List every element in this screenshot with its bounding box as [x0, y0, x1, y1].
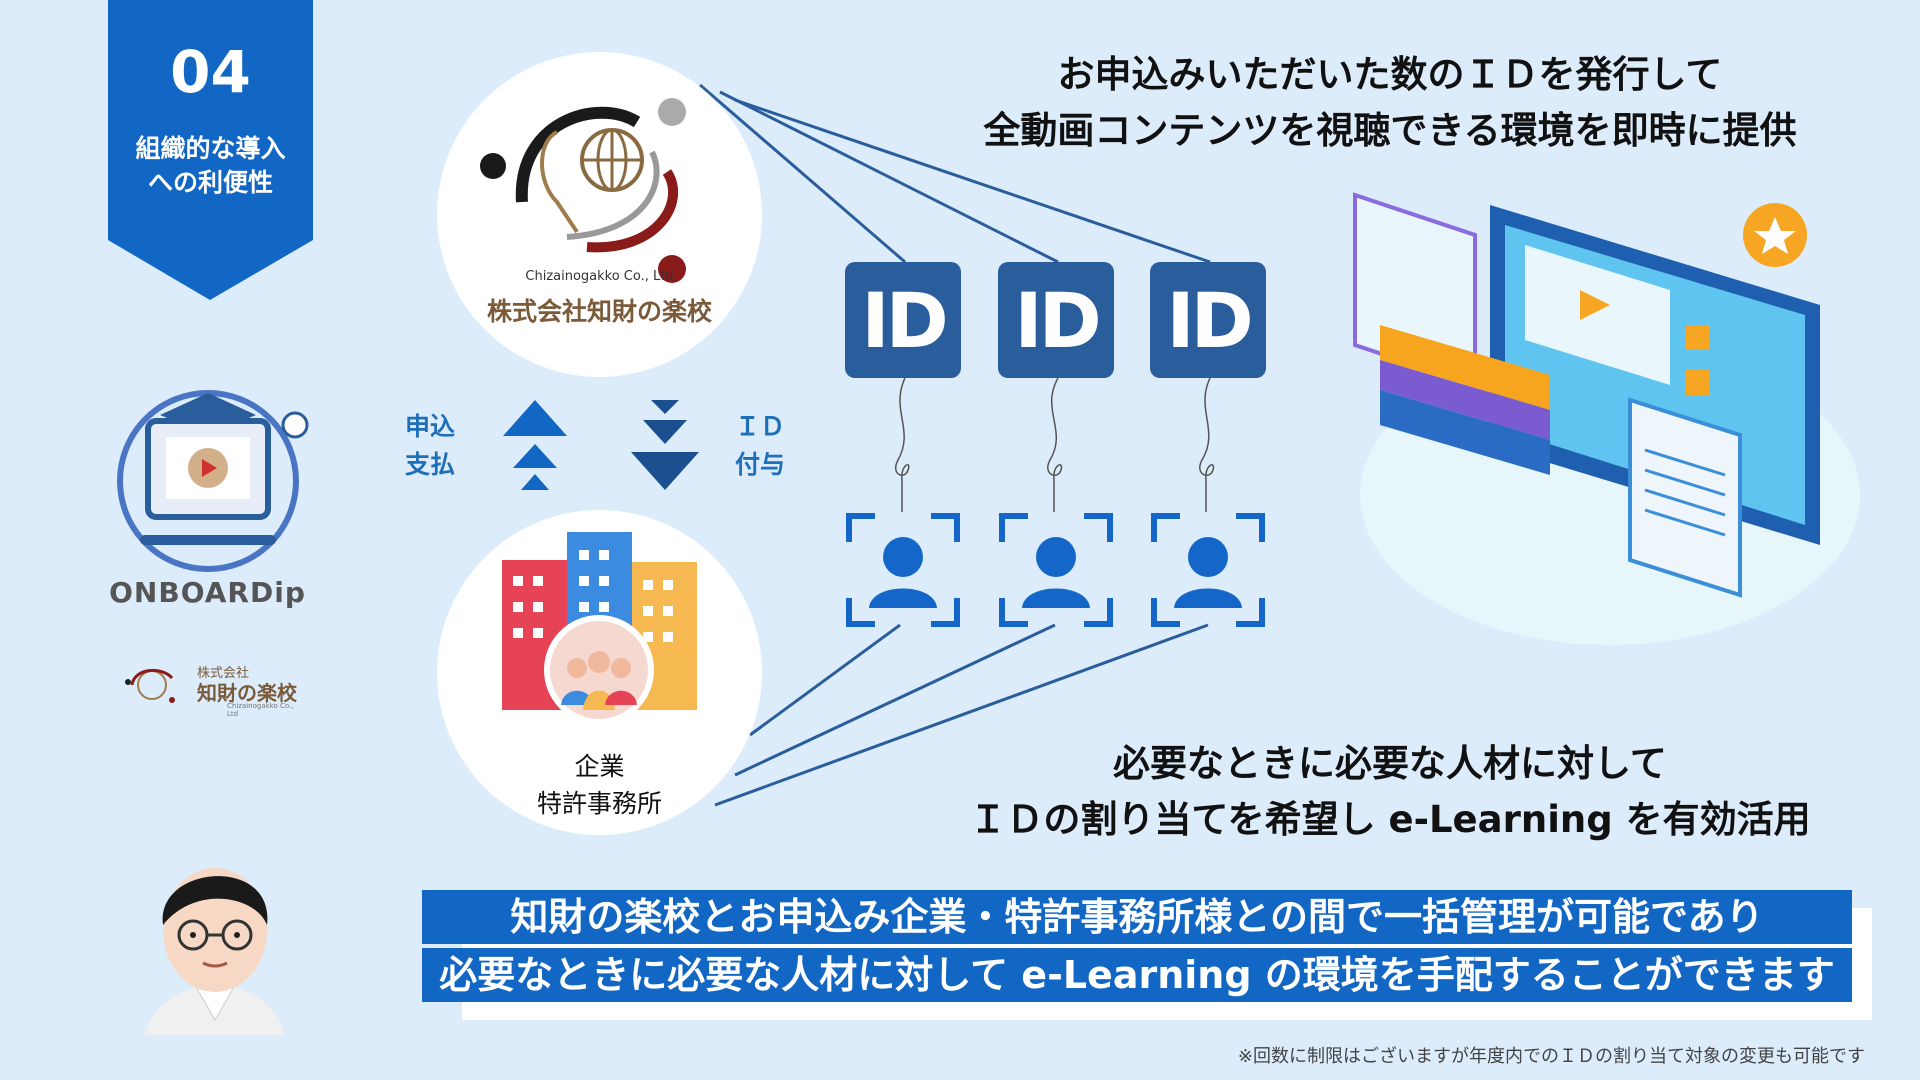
presenter-avatar [145, 868, 285, 1035]
top-heading: お申込みいただいた数のＩＤを発行して 全動画コンテンツを視聴できる環境を即時に提… [983, 53, 1797, 152]
company-logo-mark-icon [480, 98, 686, 283]
elearning-illustration [1353, 192, 1860, 645]
onboardip-icon [117, 390, 309, 572]
small-logo-type: 株式会社 [197, 666, 250, 681]
id-box-2: ID [998, 262, 1114, 378]
small-logo-mark-icon [125, 668, 175, 703]
id-box-3: ID [1150, 262, 1266, 378]
arrow-down-icon [631, 400, 699, 490]
user-icon-3 [1151, 513, 1265, 627]
badge-label: 組織的な導入 への利便性 [135, 134, 286, 197]
small-logo-name: 知財の楽校 [197, 681, 297, 705]
company-logo-jp-name: 株式会社知財の楽校 [486, 297, 712, 326]
user-icon-1 [846, 513, 960, 627]
arrow-up-icon [503, 400, 567, 490]
company-circle-label: 企業 特許事務所 [536, 752, 662, 818]
small-logo-en: Chizainogakko Co., Ltd [227, 702, 294, 718]
middle-heading: 必要なときに必要な人材に対して ＩＤの割り当てを希望し e-Learning を… [969, 742, 1811, 841]
company-circle: 企業 特許事務所 [437, 510, 762, 835]
flow-right-label: ＩＤ 付与 [735, 412, 786, 479]
footnote: ※回数に制限はございますが年度内でのＩＤの割り当て対象の変更も可能です [1237, 1046, 1865, 1067]
office-buildings-icon [502, 532, 697, 725]
brand-name: ONBOARDip [109, 576, 306, 609]
badge-shape [108, 0, 313, 300]
banner-line-2: 必要なときに必要な人材に対して e-Learning の環境を手配することができ… [422, 948, 1852, 1002]
id-box-1: ID [845, 262, 961, 378]
small-company-logo: 株式会社 知財の楽校 Chizainogakko Co., Ltd [122, 660, 302, 718]
user-icon-2 [999, 513, 1113, 627]
banner-line-1: 知財の楽校とお申込み企業・特許事務所様との間で一括管理が可能であり [422, 890, 1852, 944]
flow-left-label: 申込 支払 [405, 412, 456, 479]
company-logo-en-name: Chizainogakko Co., Ltd [525, 269, 674, 284]
badge-number: 04 [170, 38, 251, 106]
section-badge: 04 組織的な導入 への利便性 [108, 0, 313, 300]
company-logo-circle: Chizainogakko Co., Ltd 株式会社知財の楽校 [437, 52, 762, 377]
